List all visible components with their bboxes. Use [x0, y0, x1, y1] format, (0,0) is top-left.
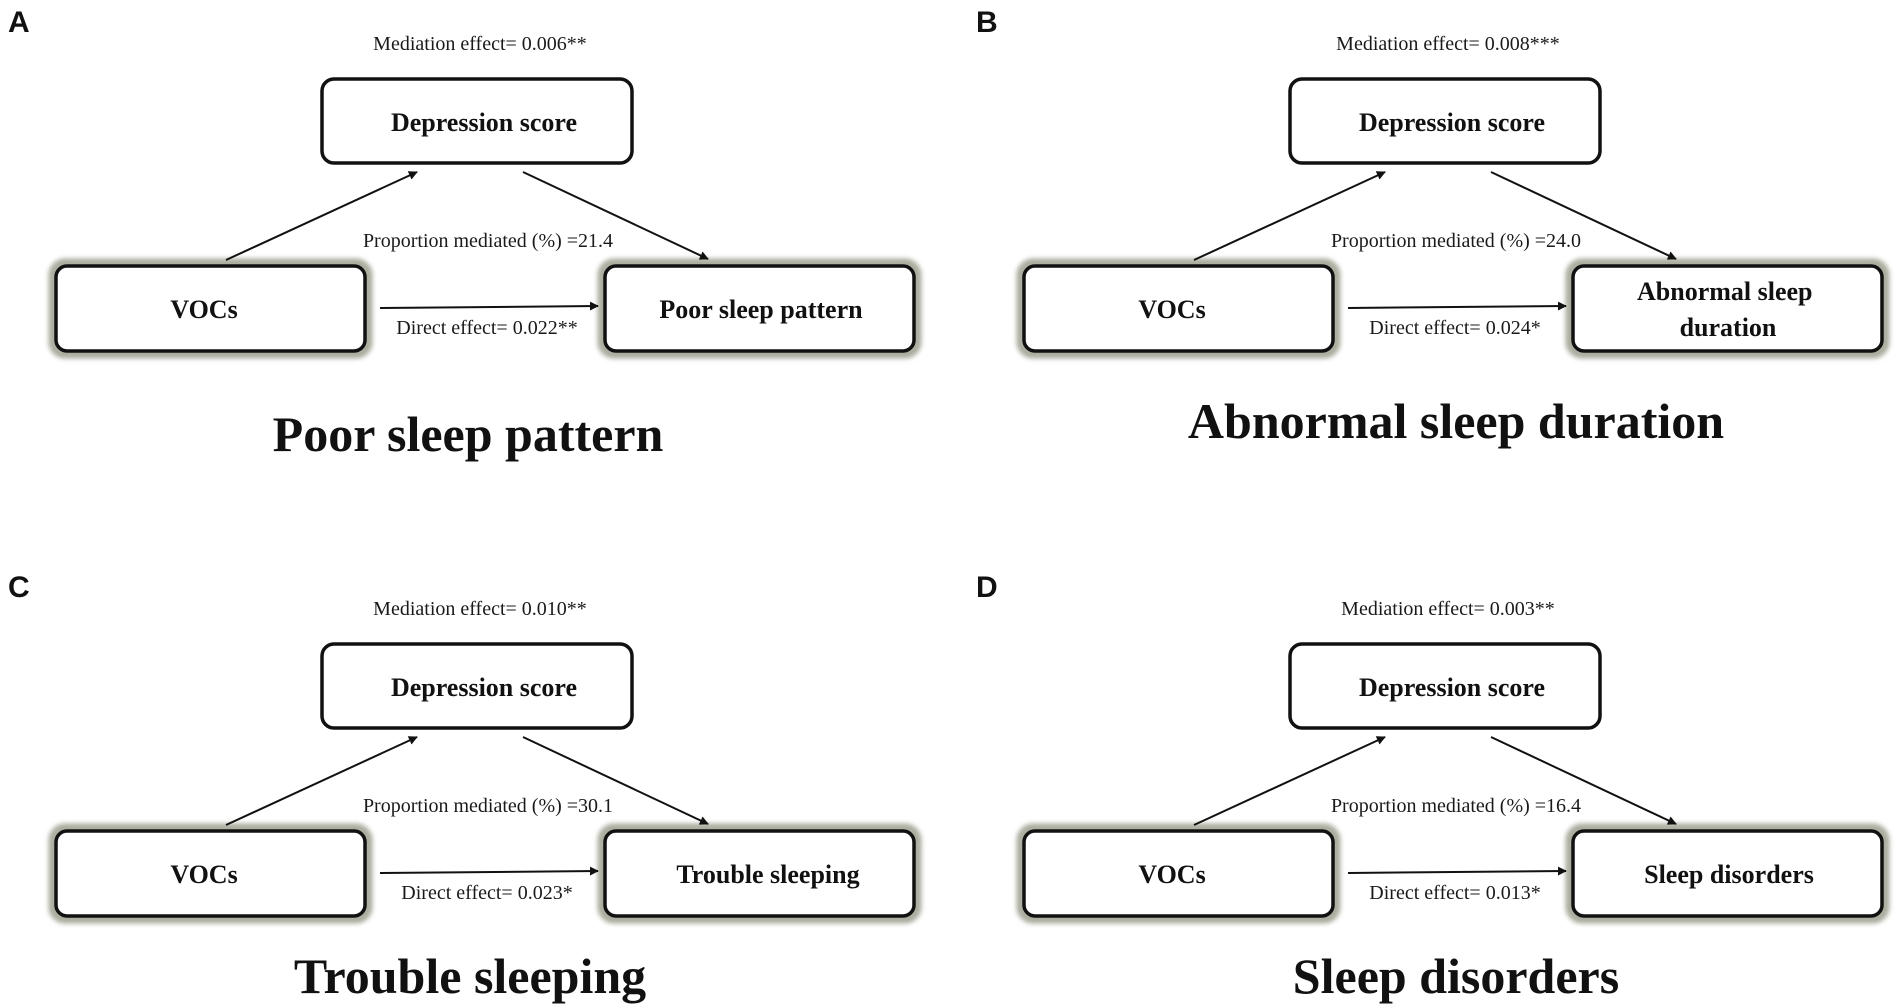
panel-a: A Mediation effect= 0.006** Depression s…: [8, 6, 922, 462]
direct-effect-arrow: [1347, 301, 1567, 311]
path-a-arrow: [225, 736, 418, 826]
mediation-effect-label: Mediation effect= 0.006**: [373, 33, 587, 55]
outcome-label: Poor sleep pattern: [659, 295, 863, 324]
mediator-box: [320, 642, 634, 730]
direct-effect-label: Direct effect= 0.024*: [1369, 317, 1540, 339]
direct-effect-label: Direct effect= 0.013*: [1369, 882, 1540, 904]
panel-letter: C: [8, 571, 30, 604]
path-a-arrow: [225, 171, 418, 261]
mediation-effect-label: Mediation effect= 0.010**: [373, 598, 587, 620]
mediator-label: Depression score: [1359, 108, 1545, 137]
panel-letter: D: [976, 571, 998, 604]
exposure-box: [1022, 264, 1335, 353]
outcome-box: [603, 829, 916, 918]
proportion-mediated-label: Proportion mediated (%) =24.0: [1331, 230, 1581, 252]
mediator-label: Depression score: [1359, 673, 1545, 702]
mediation-effect-label: Mediation effect= 0.003**: [1341, 598, 1555, 620]
path-b-arrow: [1490, 171, 1677, 260]
panel-c: C Mediation effect= 0.010** Depression s…: [8, 571, 922, 1004]
outcome-label: Abnormal sleep duration: [1637, 277, 1819, 342]
path-a-arrow: [1193, 171, 1386, 261]
panel-title: Abnormal sleep duration: [1188, 393, 1724, 449]
mediator-label: Depression score: [391, 108, 577, 137]
panel-b: B Mediation effect= 0.008*** Depression …: [976, 6, 1890, 449]
panel-letter: B: [976, 6, 998, 39]
path-b-arrow: [522, 736, 709, 825]
panel-title: Trouble sleeping: [294, 948, 646, 1004]
exposure-label: VOCs: [1138, 295, 1205, 324]
panel-letter: A: [8, 6, 30, 39]
exposure-box: [1022, 829, 1335, 918]
exposure-label: VOCs: [170, 295, 237, 324]
path-b-arrow: [522, 171, 709, 260]
direct-effect-label: Direct effect= 0.023*: [401, 882, 572, 904]
mediator-label: Depression score: [391, 673, 577, 702]
panel-title: Sleep disorders: [1293, 948, 1619, 1004]
proportion-mediated-label: Proportion mediated (%) =30.1: [363, 795, 613, 817]
exposure-label: VOCs: [1138, 860, 1205, 889]
outcome-box: [603, 264, 916, 353]
direct-effect-arrow: [379, 866, 599, 876]
mediation-effect-label: Mediation effect= 0.008***: [1336, 33, 1560, 55]
mediator-box: [320, 77, 634, 165]
direct-effect-label: Direct effect= 0.022**: [396, 317, 577, 339]
proportion-mediated-label: Proportion mediated (%) =16.4: [1331, 795, 1581, 817]
path-a-arrow: [1193, 736, 1386, 826]
direct-effect-arrow: [1347, 866, 1567, 876]
proportion-mediated-label: Proportion mediated (%) =21.4: [363, 230, 613, 252]
outcome-label: Trouble sleeping: [676, 860, 859, 889]
panel-title: Poor sleep pattern: [273, 406, 664, 462]
mediator-box: [1288, 642, 1602, 730]
path-b-arrow: [1490, 736, 1677, 825]
exposure-box: [54, 264, 367, 353]
outcome-box: [1571, 829, 1884, 918]
exposure-box: [54, 829, 367, 918]
outcome-label: Sleep disorders: [1644, 860, 1814, 889]
exposure-label: VOCs: [170, 860, 237, 889]
direct-effect-arrow: [379, 301, 599, 311]
mediator-box: [1288, 77, 1602, 165]
panel-d: D Mediation effect= 0.003** Depression s…: [976, 571, 1890, 1004]
outcome-box: [1571, 264, 1884, 353]
